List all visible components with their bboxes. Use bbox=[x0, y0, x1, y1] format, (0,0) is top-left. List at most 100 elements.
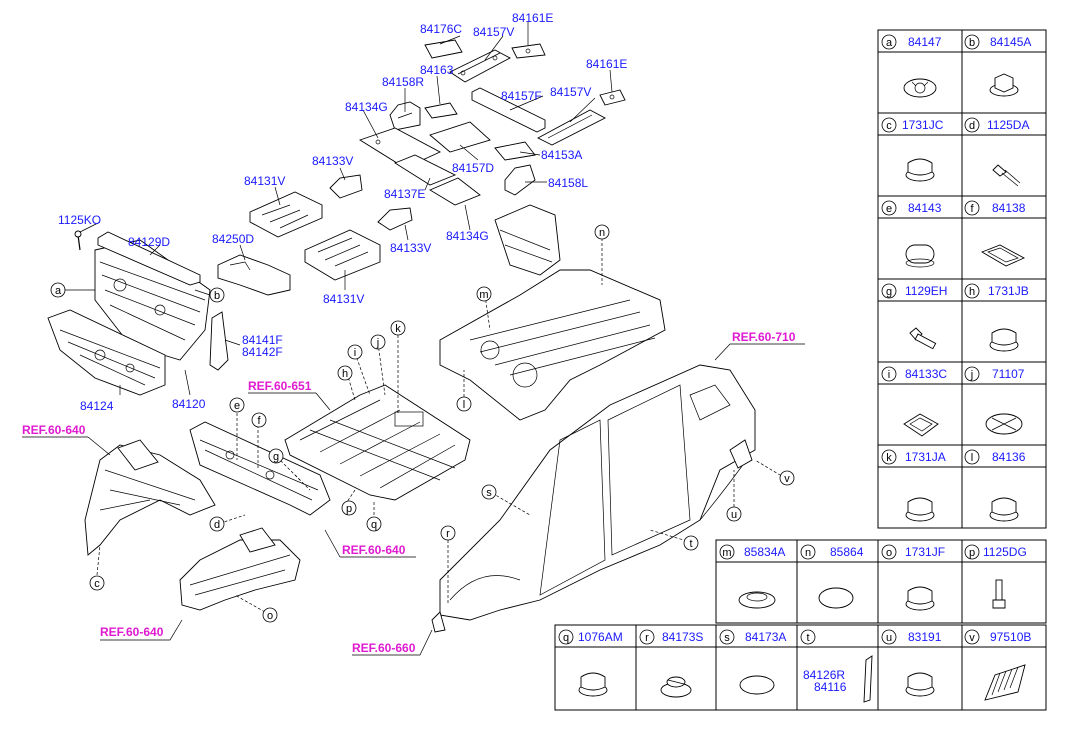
ref-line-660 bbox=[352, 629, 433, 656]
svg-text:1731JF: 1731JF bbox=[905, 545, 945, 559]
svg-text:97510B: 97510B bbox=[990, 630, 1031, 644]
plug-h-icon bbox=[989, 328, 1019, 352]
hole bbox=[609, 94, 615, 100]
svg-text:i: i bbox=[888, 369, 890, 381]
callout-o: o bbox=[262, 607, 278, 623]
svg-text:v: v bbox=[969, 632, 975, 644]
legend-cell-t: t 84126R 84116 bbox=[800, 629, 847, 694]
label-84157V-right: 84157V bbox=[550, 85, 591, 99]
dash-lower-assembly bbox=[189, 421, 331, 516]
rear-door-opening bbox=[607, 384, 691, 556]
disc-m-icon bbox=[738, 591, 776, 609]
clip-r bbox=[431, 611, 446, 633]
label-84163: 84163 bbox=[420, 63, 454, 77]
dash-panel-84124 bbox=[47, 309, 166, 396]
svg-text:t: t bbox=[806, 632, 809, 644]
svg-text:1731JC: 1731JC bbox=[902, 118, 944, 132]
label-84161E-right: 84161E bbox=[586, 57, 627, 71]
pad-84158L bbox=[504, 164, 536, 196]
strut-tower-right bbox=[239, 527, 276, 553]
plug-e-icon bbox=[905, 244, 935, 268]
svg-text:84173A: 84173A bbox=[745, 630, 786, 644]
callout-a: a bbox=[50, 282, 66, 298]
strip-84157F bbox=[471, 87, 546, 133]
spare-well bbox=[512, 362, 538, 388]
dash-ribs-lower bbox=[59, 329, 161, 386]
svg-text:84145A: 84145A bbox=[990, 35, 1031, 49]
svg-text:1076AM: 1076AM bbox=[578, 630, 623, 644]
svg-text:e: e bbox=[886, 203, 892, 215]
hole bbox=[525, 48, 531, 54]
svg-text:1125DA: 1125DA bbox=[987, 118, 1029, 132]
dash-hole bbox=[113, 278, 127, 292]
ref-60-640-mid: REF.60-640 bbox=[342, 543, 406, 557]
svg-text:j: j bbox=[970, 369, 973, 381]
svg-text:d: d bbox=[214, 519, 220, 531]
callout-p: p bbox=[341, 500, 357, 516]
svg-text:84147: 84147 bbox=[908, 35, 942, 49]
label-84157V-top: 84157V bbox=[473, 25, 514, 39]
legend-t-part-1: 84126R bbox=[803, 668, 845, 682]
callout-d: d bbox=[209, 516, 225, 532]
pad-84163 bbox=[424, 102, 458, 119]
label-1125KO: 1125KO bbox=[58, 213, 101, 227]
dash-top-strip bbox=[97, 231, 201, 286]
plug-o-icon bbox=[905, 586, 935, 611]
wheelhouse-ribs bbox=[499, 229, 553, 263]
plug-j-icon bbox=[985, 413, 1023, 435]
svg-text:1731JB: 1731JB bbox=[988, 284, 1029, 298]
spare-well bbox=[480, 340, 500, 360]
floor-ribs-cross bbox=[309, 419, 456, 481]
ref-60-660: REF.60-660 bbox=[352, 641, 416, 655]
bracket-84141F bbox=[209, 311, 229, 371]
label-84158R: 84158R bbox=[382, 75, 424, 89]
rear-floor-assembly bbox=[439, 204, 666, 421]
svg-text:e: e bbox=[234, 400, 240, 412]
strip-line bbox=[547, 114, 593, 139]
svg-text:1129EH: 1129EH bbox=[905, 284, 947, 298]
member-ribs bbox=[99, 469, 196, 511]
rear-floor-panel bbox=[439, 269, 666, 421]
svg-text:1125DG: 1125DG bbox=[983, 545, 1027, 559]
ref-line-640-left bbox=[22, 436, 111, 456]
carpet-ribs bbox=[317, 237, 369, 267]
svg-text:o: o bbox=[267, 610, 273, 622]
svg-text:h: h bbox=[969, 286, 975, 298]
label-84157D: 84157D bbox=[452, 161, 494, 175]
svg-text:o: o bbox=[886, 547, 892, 559]
ref-line-651 bbox=[248, 392, 331, 411]
svg-text:v: v bbox=[784, 473, 790, 485]
strip-line bbox=[457, 52, 501, 75]
svg-text:s: s bbox=[486, 487, 492, 499]
label-84137E: 84137E bbox=[384, 187, 425, 201]
label-84141F: 84141F bbox=[242, 333, 283, 347]
front-member-right-body bbox=[179, 539, 301, 611]
ref-line-640-bottom bbox=[100, 619, 183, 641]
svg-text:n: n bbox=[805, 547, 811, 559]
hole bbox=[492, 55, 498, 61]
legend-cell-e: e 84143 bbox=[881, 200, 942, 216]
screw-d-icon bbox=[992, 164, 1021, 187]
svg-text:g: g bbox=[886, 286, 892, 298]
dash-lower-ribs bbox=[199, 439, 319, 501]
sheet-84137E bbox=[394, 154, 457, 186]
svg-text:84143: 84143 bbox=[908, 201, 942, 215]
ref-line-640-mid bbox=[324, 529, 416, 558]
svg-text:l: l bbox=[463, 399, 465, 411]
rear-wheelhouse-left bbox=[494, 204, 561, 276]
svg-text:85864: 85864 bbox=[830, 545, 864, 559]
legend-t-part-2: 84116 bbox=[814, 680, 847, 694]
hole bbox=[460, 70, 466, 76]
floor-panel-assembly bbox=[284, 384, 471, 501]
plug-u-icon bbox=[905, 672, 935, 697]
bolt-g-icon bbox=[909, 327, 937, 350]
callout-i: i bbox=[347, 344, 363, 360]
